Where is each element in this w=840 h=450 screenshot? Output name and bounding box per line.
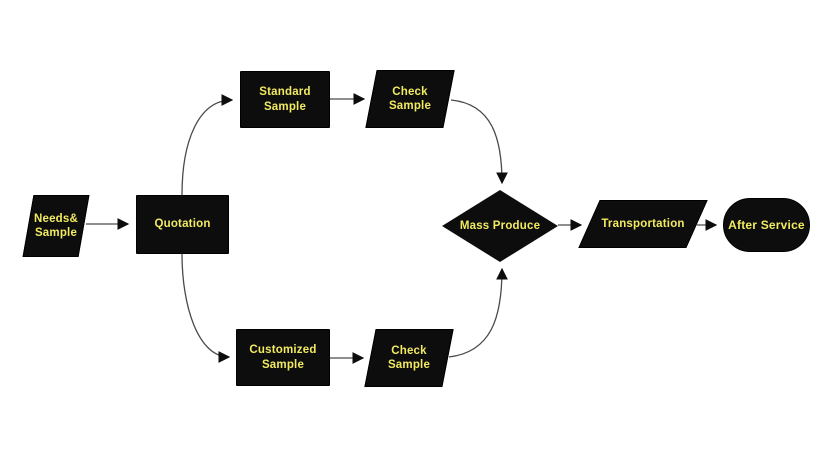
customized-sample-line1: Customized xyxy=(249,344,317,357)
check-sample-top-label: Check Sample xyxy=(365,70,455,128)
node-customized-sample: Customized Sample xyxy=(236,329,330,386)
customized-sample-line2: Sample xyxy=(261,358,305,371)
node-quotation: Quotation xyxy=(136,195,229,254)
transportation-label: Transportation xyxy=(578,200,708,248)
arrow-checktop-to-diamond xyxy=(450,99,508,185)
node-transportation: Transportation xyxy=(578,200,708,248)
node-mass-produce: Mass Produce xyxy=(442,190,558,262)
check-sample-bottom-label: Check Sample xyxy=(364,329,454,387)
standard-sample-line1: Standard xyxy=(259,86,311,99)
transportation-line1: Transportation xyxy=(601,217,685,230)
after-service-line1: After Service xyxy=(728,217,805,232)
quotation-rectangle xyxy=(136,195,229,254)
check-sample-top-line2: Sample xyxy=(388,100,432,112)
node-check-sample-top: Check Sample xyxy=(365,70,455,128)
quotation-label: Quotation xyxy=(136,195,229,254)
customized-sample-rectangle xyxy=(236,329,330,386)
after-service-label: After Service xyxy=(723,198,810,252)
standard-sample-rectangle xyxy=(240,71,330,128)
standard-sample-label: Standard Sample xyxy=(240,71,330,128)
arrow-quotation-to-standard xyxy=(181,94,234,196)
node-check-sample-bottom: Check Sample xyxy=(364,329,454,387)
arrow-checkbottom-to-diamond xyxy=(448,267,508,358)
standard-sample-line2: Sample xyxy=(263,100,307,113)
check-sample-top-line1: Check xyxy=(392,85,428,98)
mass-produce-label: Mass Produce xyxy=(442,190,558,262)
needs-sample-line1: Needs& xyxy=(33,212,79,225)
quotation-line1: Quotation xyxy=(154,218,211,231)
after-service-stadium xyxy=(723,198,810,252)
mass-produce-line1: Mass Produce xyxy=(459,219,541,232)
customized-sample-label: Customized Sample xyxy=(236,329,330,386)
needs-sample-label: Needs& Sample xyxy=(22,195,90,257)
needs-sample-line2: Sample xyxy=(34,227,78,239)
node-needs-sample: Needs& Sample xyxy=(22,195,90,257)
check-sample-bottom-line2: Sample xyxy=(387,359,431,371)
check-sample-bottom-line1: Check xyxy=(391,344,427,357)
arrow-quotation-to-customized xyxy=(181,253,231,363)
node-standard-sample: Standard Sample xyxy=(240,71,330,128)
node-after-service: After Service xyxy=(723,198,810,252)
